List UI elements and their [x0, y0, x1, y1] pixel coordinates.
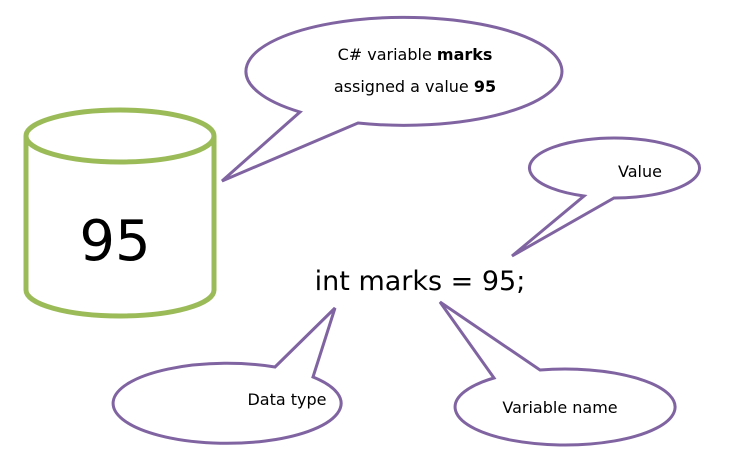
- variable-name-callout-bubble: [438, 300, 677, 447]
- cylinder-top: [23, 107, 217, 165]
- main-callout-bubble: [221, 15, 564, 183]
- value-callout-bubble: [511, 136, 701, 258]
- data-type-callout-bubble: [111, 306, 343, 445]
- main-callout-prefix: C# variable: [337, 45, 432, 64]
- main-callout-line2-prefix: assigned a value: [333, 77, 469, 96]
- main-callout-line-1: C# variable marks: [300, 44, 530, 66]
- storage-cylinder: [23, 107, 217, 319]
- value-callout-label: Value: [618, 162, 662, 181]
- data-type-callout-label: Data type: [247, 390, 327, 409]
- main-callout-variable: marks: [436, 45, 493, 64]
- variable-name-callout-label: Variable name: [502, 398, 618, 417]
- main-callout-value: 95: [473, 77, 497, 96]
- main-callout-line-2: assigned a value 95: [300, 76, 530, 98]
- code-statement: int marks = 95;: [314, 266, 526, 297]
- cylinder-value: 95: [79, 209, 151, 274]
- cylinder-body: [23, 136, 217, 319]
